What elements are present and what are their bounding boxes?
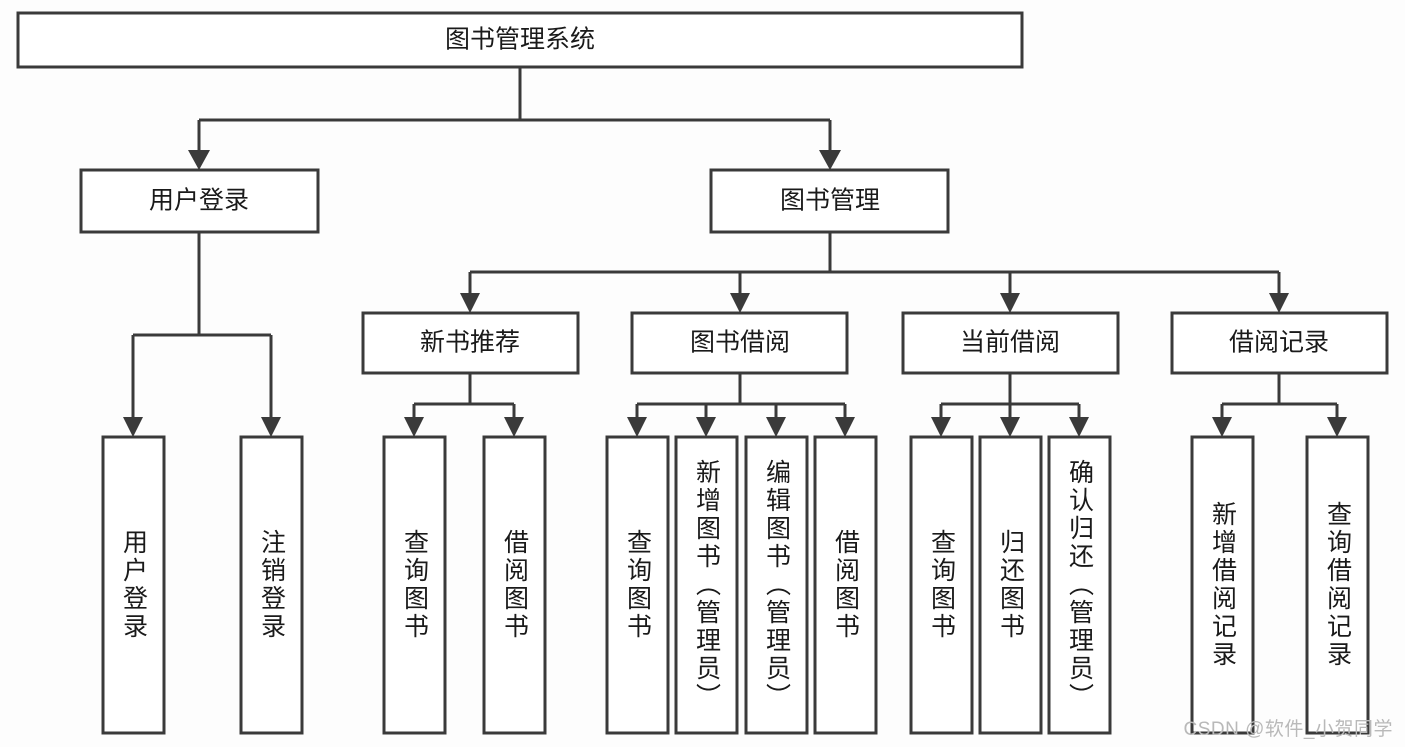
node-user-login-box[interactable] [79,168,320,234]
node-new-book-recommend-box[interactable] [361,311,580,375]
connector-group-book-manage [460,232,1289,313]
node-book-manage[interactable]: 图书管理 [709,168,950,234]
connector-group-new-book-recommend [404,373,524,437]
node-current-borrow[interactable]: 当前借阅 [901,311,1120,375]
node-root-label: 图书管理系统 [445,26,595,54]
connector-group-user-login [123,232,281,437]
node-book-manage-label: 图书管理 [780,187,880,215]
arrow-to-leaf-query-record [1327,417,1347,437]
node-new-book-recommend-label: 新书推荐 [420,329,520,357]
connector-group-borrow-record [1212,373,1347,437]
leaf-box-user-login[interactable] [101,435,166,735]
node-current-borrow-box[interactable] [901,311,1120,375]
arrow-to-leaf-logout-login [261,417,281,437]
arrow-to-user-login [188,150,210,170]
leaf-box-borrow-book-2[interactable] [813,435,878,735]
connector-group-root [188,67,841,170]
node-borrow-record[interactable]: 借阅记录 [1170,311,1389,375]
arrow-to-leaf-confirm-return [1069,417,1089,437]
arrow-to-leaf-query-book-1 [404,417,424,437]
leaf-box-logout-login[interactable] [239,435,304,735]
leaf-box-confirm-return[interactable] [1047,435,1112,735]
connector-group-book-borrow [627,373,855,437]
node-book-manage-box[interactable] [709,168,950,234]
leaf-boxes [101,435,1370,735]
node-book-borrow-box[interactable] [630,311,849,375]
arrow-to-leaf-query-book-3 [931,417,951,437]
node-current-borrow-label: 当前借阅 [960,329,1060,357]
arrow-to-book-borrow [730,293,750,313]
arrow-to-current-borrow [1000,293,1020,313]
arrow-to-leaf-borrow-book-2 [835,417,855,437]
arrow-to-leaf-edit-book [766,417,786,437]
leaf-box-query-book-1[interactable] [382,435,447,735]
arrow-to-leaf-add-book [696,417,716,437]
leaf-box-query-book-2[interactable] [605,435,670,735]
leaf-box-return-book[interactable] [978,435,1043,735]
leaf-box-borrow-book-1[interactable] [482,435,547,735]
leaf-box-add-book[interactable] [674,435,739,735]
arrow-to-leaf-return-book [1000,417,1020,437]
arrow-to-borrow-record [1269,293,1289,313]
arrow-to-leaf-user-login [123,417,143,437]
node-user-login[interactable]: 用户登录 [79,168,320,234]
leaf-box-query-book-3[interactable] [909,435,974,735]
node-new-book-recommend[interactable]: 新书推荐 [361,311,580,375]
node-book-borrow[interactable]: 图书借阅 [630,311,849,375]
node-book-borrow-label: 图书借阅 [690,329,790,357]
node-borrow-record-label: 借阅记录 [1229,329,1329,357]
arrow-to-leaf-add-record [1212,417,1232,437]
leaf-box-add-record[interactable] [1190,435,1255,735]
node-root-box[interactable] [16,11,1024,69]
leaf-box-query-record[interactable] [1305,435,1370,735]
leaf-box-edit-book[interactable] [744,435,809,735]
connector-group-current-borrow [931,373,1089,437]
arrow-to-leaf-query-book-2 [627,417,647,437]
csdn-watermark: CSDN @软件_小贺同学 [1183,719,1393,740]
arrow-to-book-manage [819,150,841,170]
node-root[interactable]: 图书管理系统 [16,11,1024,69]
node-borrow-record-box[interactable] [1170,311,1389,375]
arrow-to-leaf-borrow-book-1 [504,417,524,437]
arrow-to-new-book-recommend [460,293,480,313]
node-user-login-label: 用户登录 [149,187,249,215]
